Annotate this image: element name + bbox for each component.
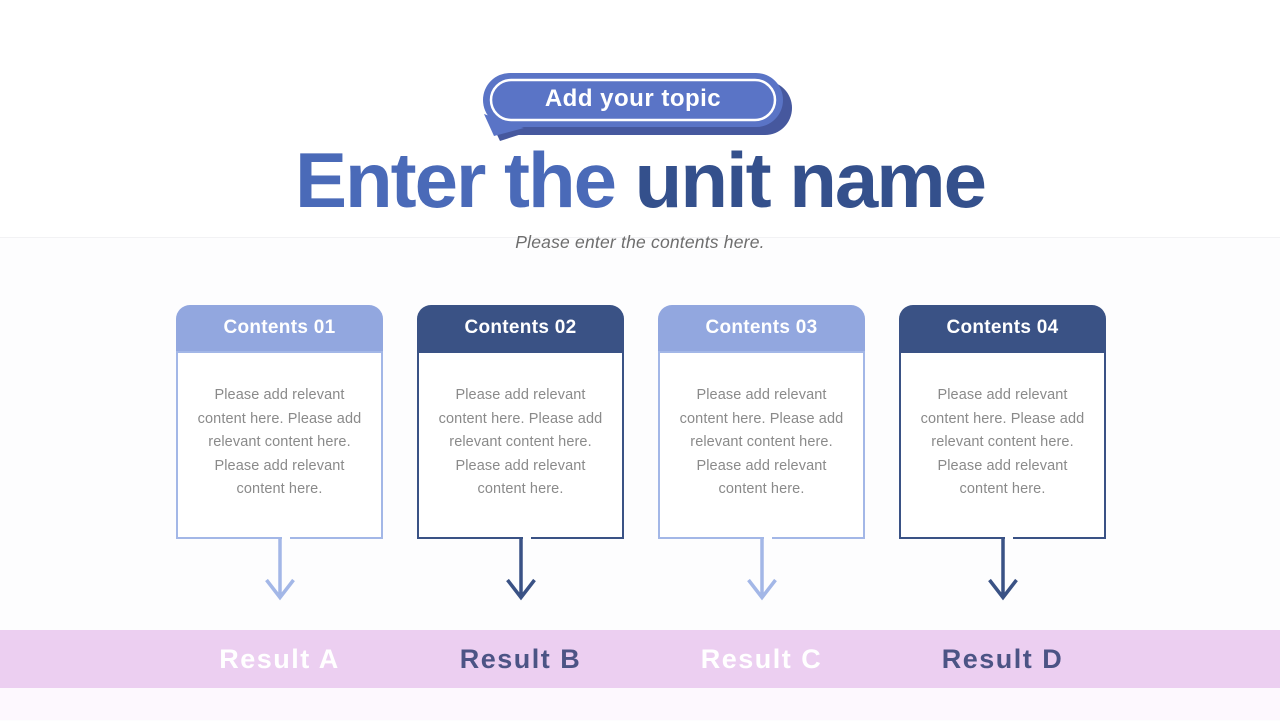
border-notch — [522, 535, 531, 540]
content-column-title: Contents 04 — [946, 317, 1059, 338]
content-column-header: Contents 01 — [176, 305, 383, 351]
content-column-text: Please add relevant content here. Please… — [920, 387, 1085, 497]
results-band-fade — [0, 688, 1280, 720]
content-column-body: Please add relevant content here. Please… — [658, 351, 865, 540]
results-band — [0, 630, 1280, 688]
content-column-body: Please add relevant content here. Please… — [417, 351, 624, 540]
content-column-header: Contents 03 — [658, 305, 865, 351]
content-column-text: Please add relevant content here. Please… — [197, 387, 362, 497]
speech-bubble-body — [483, 73, 783, 127]
title-part-dark: unit name — [634, 136, 987, 224]
down-arrow-icon — [505, 537, 536, 601]
result-label: Result D — [941, 644, 1064, 674]
result-label: Result B — [459, 644, 582, 674]
page-title: Enter the unit name — [0, 134, 1280, 226]
content-column-text: Please add relevant content here. Please… — [438, 387, 603, 497]
content-column-title: Contents 03 — [705, 317, 818, 338]
speech-bubble-icon — [483, 73, 792, 141]
down-arrow-icon — [746, 537, 777, 601]
topic-badge: Add your topic — [482, 72, 800, 144]
title-part-light: Enter the — [294, 136, 635, 224]
content-column: Contents 01 Please add relevant content … — [176, 305, 383, 607]
border-notch — [281, 535, 290, 540]
border-notch — [763, 535, 772, 540]
content-column-body: Please add relevant content here. Please… — [899, 351, 1106, 540]
content-column-title: Contents 01 — [223, 317, 336, 338]
results-row: Result A Result B Result C Result D — [176, 630, 1105, 688]
content-column-body: Please add relevant content here. Please… — [176, 351, 383, 540]
content-column: Contents 04 Please add relevant content … — [899, 305, 1106, 607]
result-label: Result A — [219, 644, 340, 674]
result-label: Result C — [700, 644, 823, 674]
content-column-header: Contents 04 — [899, 305, 1106, 351]
content-column-text: Please add relevant content here. Please… — [679, 387, 844, 497]
down-arrow-icon — [264, 537, 295, 601]
content-column: Contents 02 Please add relevant content … — [417, 305, 624, 607]
content-column-header: Contents 02 — [417, 305, 624, 351]
contents-columns: Contents 01 Please add relevant content … — [176, 305, 1106, 607]
border-notch — [1004, 535, 1013, 540]
down-arrow-icon — [987, 537, 1018, 601]
content-column: Contents 03 Please add relevant content … — [658, 305, 865, 607]
page-subtitle: Please enter the contents here. — [515, 232, 765, 252]
speech-bubble-inner-stroke — [489, 78, 777, 122]
content-column-title: Contents 02 — [464, 317, 577, 338]
topic-badge-label: Add your topic — [544, 85, 722, 112]
